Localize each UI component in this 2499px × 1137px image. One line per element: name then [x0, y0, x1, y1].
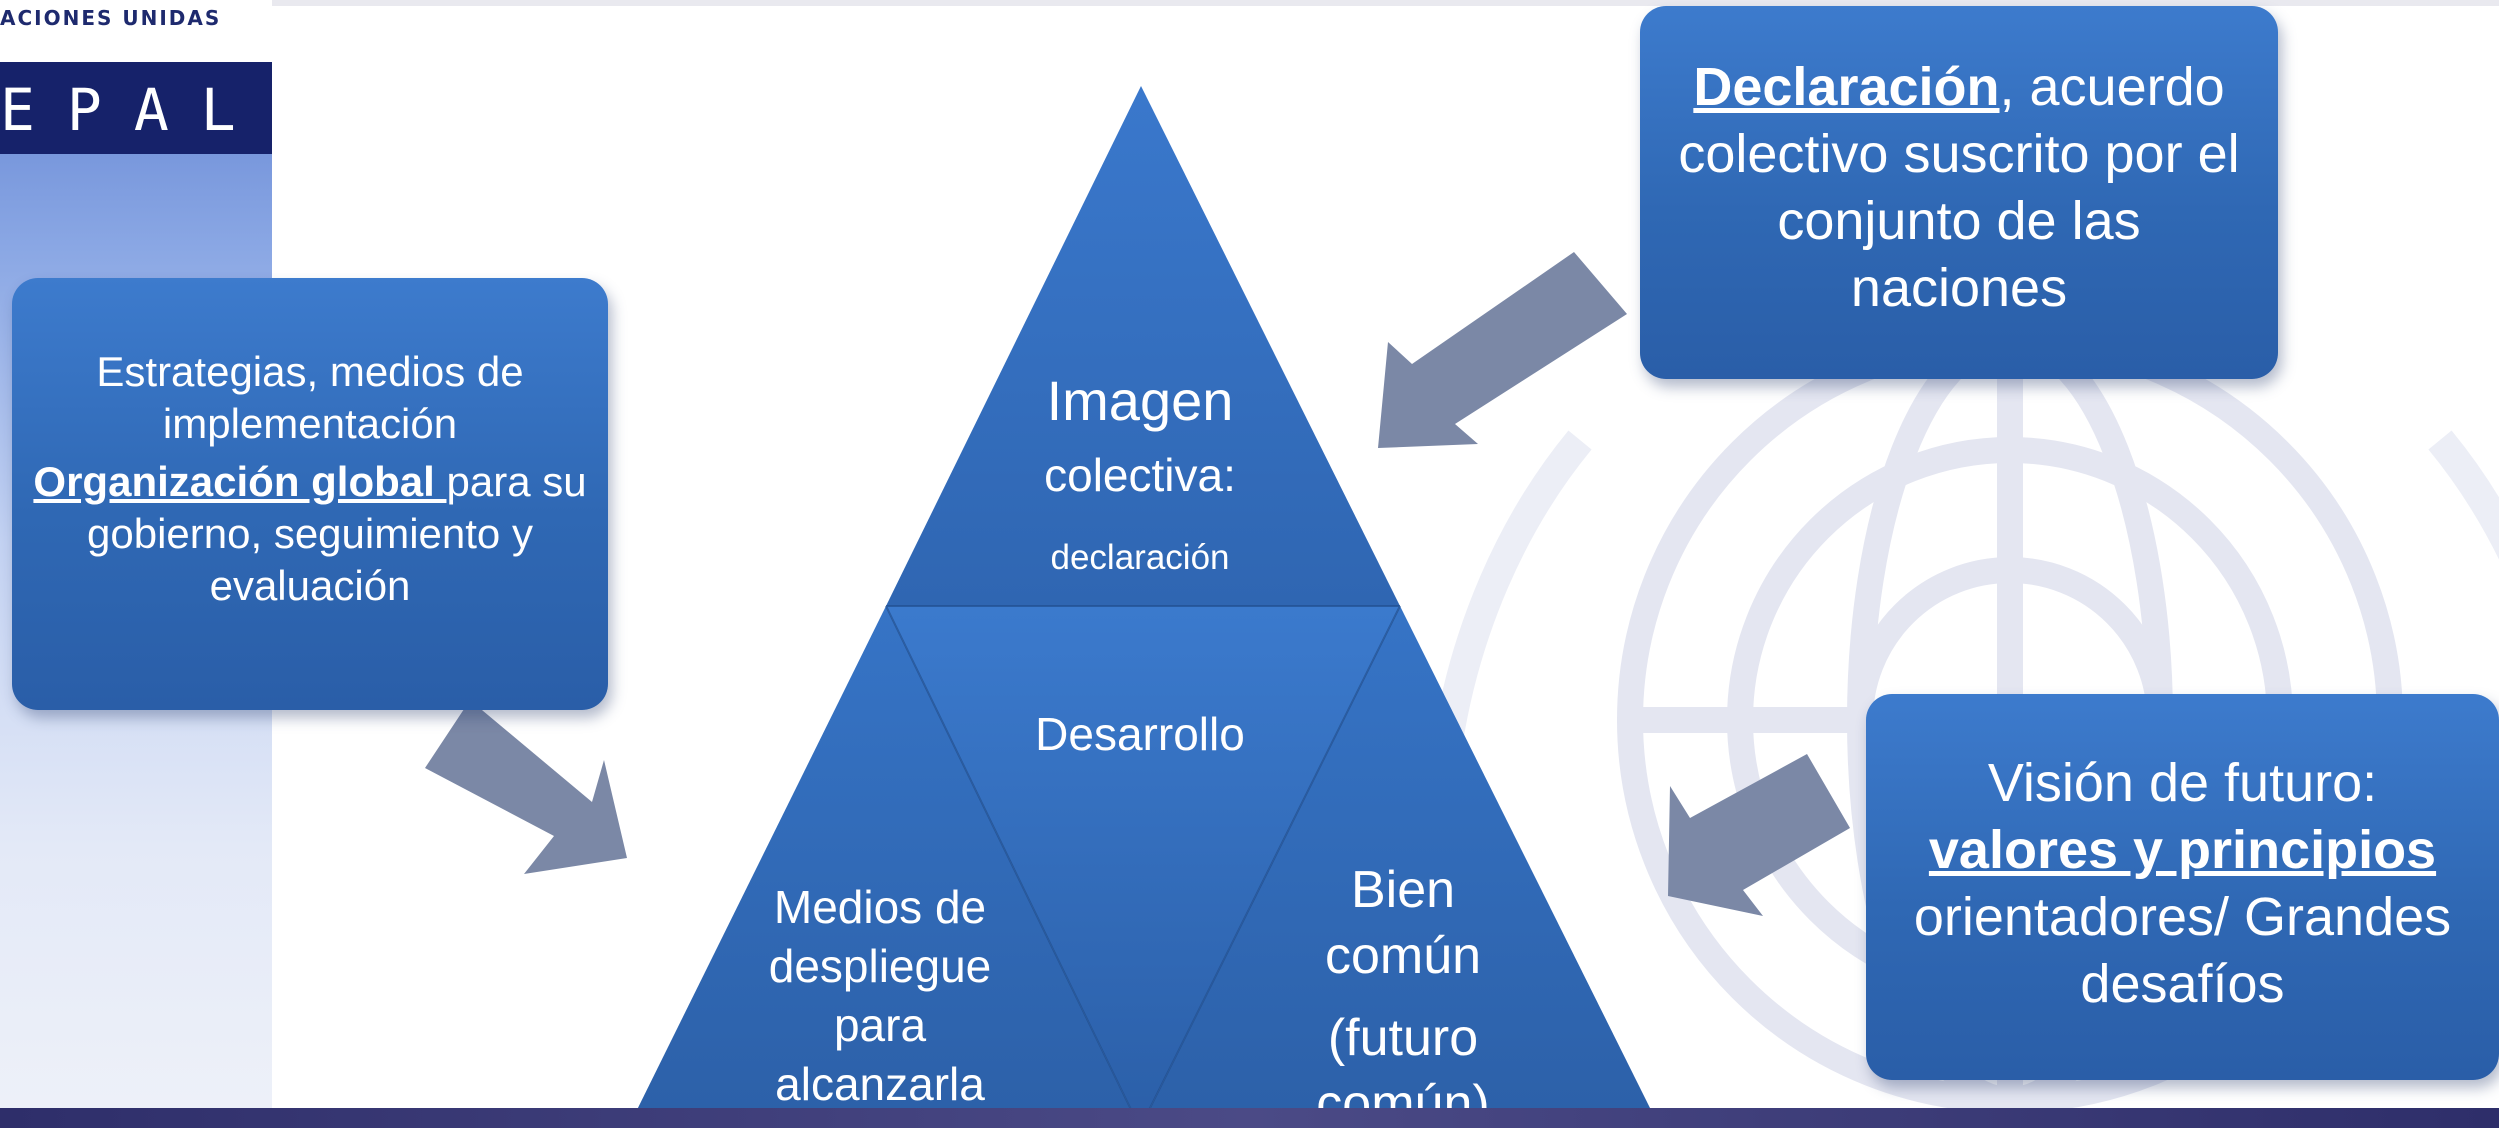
strategies-rest: para su gobierno, seguimiento y evaluaci… [87, 458, 587, 609]
pyramid-left-line: despliegue [768, 940, 992, 992]
pyramid-top-title: Imagen [1046, 369, 1234, 432]
pyramid-center-label: Desarrollo [1035, 708, 1245, 760]
pyramid-top-small: declaración [1050, 538, 1230, 577]
pyramid-left-triangle [628, 606, 1140, 1128]
declaration-title: Declaración [1693, 57, 2000, 117]
pyramid-left-line: Medios de [773, 881, 987, 933]
pyramid-left-label: Medios de despliegue para alcanzarla [740, 878, 1020, 1114]
strategies-box: Estrategias, medios de implementación Or… [12, 278, 608, 710]
declaration-text: Declaración, acuerdo colectivo suscrito … [1640, 54, 2278, 322]
pyramid-top-subtitle: colectiva: [1044, 449, 1236, 501]
logo-header [0, 0, 272, 62]
values-principles-text: valores y principios [1928, 820, 2437, 880]
strategies-line: Estrategias, medios de implementación [96, 348, 524, 447]
logo-band [0, 62, 272, 154]
pyramid-left-line: para [833, 999, 927, 1051]
pyramid-right-line: Bien [1350, 861, 1456, 919]
global-organization-link: Organización global [33, 458, 447, 505]
pyramid-top-triangle [886, 86, 1400, 606]
pyramid-right-line: (futuro [1327, 1009, 1479, 1067]
vision-rest: orientadores/ Grandes desafíos [1913, 887, 2452, 1014]
arrow-right-icon [1668, 754, 1850, 916]
pyramid-right-triangle [1140, 606, 1660, 1128]
org-acronym: EPAL [0, 76, 268, 144]
arrow-top-right-icon [1378, 252, 1627, 448]
pyramid-left-line: alcanzarla [775, 1058, 985, 1110]
declaration-rest: , acuerdo colectivo suscrito por el conj… [1678, 57, 2240, 318]
pyramid-right-line: común [1324, 927, 1482, 985]
strategies-org-text: Organización global para su gobierno, se… [12, 450, 608, 612]
pyramid-right-label: Bien común (futuro común) [1263, 857, 1543, 1137]
top-divider [270, 0, 2499, 6]
vision-box: Visión de futuro: valores y principios o… [1866, 694, 2499, 1080]
declaration-box: Declaración, acuerdo colectivo suscrito … [1640, 6, 2278, 379]
bottom-bar [0, 1108, 2499, 1128]
org-name: ACIONES UNIDAS [0, 6, 222, 30]
arrow-left-icon [425, 700, 627, 874]
pyramid-center-triangle [886, 606, 1400, 1128]
vision-line: Visión de futuro: [1987, 753, 2378, 813]
